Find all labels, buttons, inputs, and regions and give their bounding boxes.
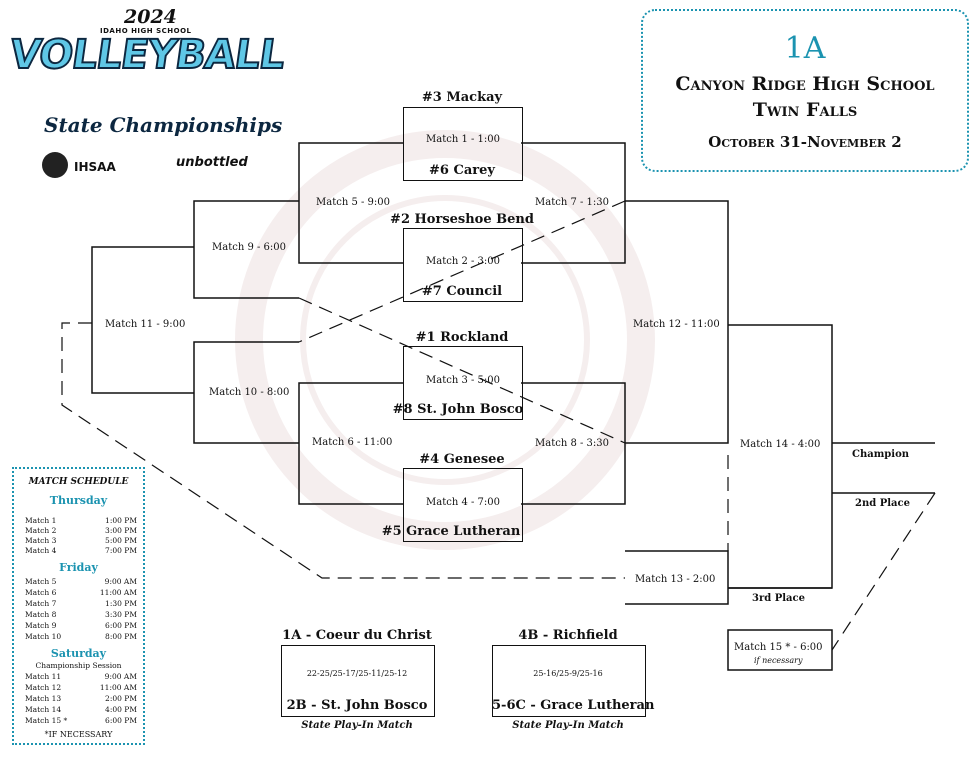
classification: 1A	[784, 31, 826, 66]
match6-label: Match 6 - 11:00	[312, 437, 393, 448]
second-place-label: 2nd Place	[855, 498, 910, 509]
match3-box	[403, 346, 523, 420]
ihsaa-logo-text: IHSAA	[74, 160, 116, 174]
team-seed2: #2 Horseshoe Bend	[390, 212, 534, 227]
match14-label: Match 14 - 4:00	[740, 439, 821, 450]
logo-year: 2024	[124, 6, 177, 28]
team-seed3: #3 Mackay	[421, 90, 503, 105]
playin1-top: 1A - Coeur du Christ	[282, 628, 432, 643]
match2-label: Match 2 - 3:00	[426, 256, 500, 267]
third-place-label: 3rd Place	[752, 593, 805, 604]
match4-label: Match 4 - 7:00	[426, 497, 500, 508]
venue-line2: Twin Falls	[752, 99, 858, 121]
team-seed5: #5 Grace Lutheran	[381, 524, 521, 539]
match2-box	[403, 228, 523, 302]
match8-label: Match 8 - 3:30	[535, 438, 609, 449]
playin2-box	[492, 645, 646, 717]
logo-subtitle: IDAHO HIGH SCHOOL	[100, 27, 192, 35]
schedule-note: *IF NECESSARY	[44, 730, 113, 739]
champion-label: Champion	[852, 449, 910, 460]
event-dates: October 31-November 2	[708, 133, 902, 151]
match9-label: Match 9 - 6:00	[212, 242, 286, 253]
bracket-line-match11	[91, 246, 194, 394]
playin2-top: 4B - Richfield	[518, 628, 618, 643]
playin2-score: 25-16/25-9/25-16	[533, 669, 603, 678]
schedule-day-thursday: Thursday	[49, 494, 108, 507]
playin1-caption: State Play-In Match	[301, 720, 413, 731]
logo-main: VOLLEYBALL	[6, 31, 288, 79]
bracket-line-match12	[625, 200, 729, 444]
match15-note: if necessary	[754, 656, 803, 665]
schedule-session: Championship Session	[35, 661, 122, 670]
match5-label: Match 5 - 9:00	[316, 197, 390, 208]
dashed-loser-m11	[61, 322, 625, 579]
title-card: 1A Canyon Ridge High School Twin Falls O…	[641, 9, 969, 172]
sponsor-logo: unbottled	[176, 155, 248, 170]
match13-label: Match 13 - 2:00	[635, 574, 716, 585]
team-seed6: #6 Carey	[429, 163, 495, 178]
bracket-line-match7	[521, 142, 626, 264]
team-seed7: #7 Council	[421, 284, 503, 299]
schedule-day-friday: Friday	[59, 561, 98, 574]
schedule-day-saturday: Saturday	[50, 647, 107, 660]
match10-label: Match 10 - 8:00	[209, 387, 290, 398]
playin1-bottom: 2B - St. John Bosco	[286, 698, 428, 713]
playin2-caption: State Play-In Match	[512, 720, 624, 731]
bracket-line-match13	[625, 550, 729, 605]
playin1-score: 22-25/25-17/25-11/25-12	[306, 669, 408, 678]
bracket-line-match9	[193, 200, 299, 299]
match15-label: Match 15 * - 6:00	[734, 642, 823, 653]
bracket-line-match5	[298, 142, 403, 264]
ihsaa-seal-watermark-inner	[300, 195, 590, 485]
playin1-box	[281, 645, 435, 717]
dashed-loser-m12	[298, 200, 626, 343]
team-seed8: #8 St. John Bosco	[392, 402, 524, 417]
match12-label: Match 12 - 11:00	[633, 319, 720, 330]
bracket-line-match14	[728, 324, 833, 589]
match1-box	[403, 107, 523, 181]
match4-box	[403, 468, 523, 542]
playin2-bottom: 5-6C - Grace Lutheran	[492, 698, 655, 713]
venue-line1: Canyon Ridge High School	[675, 73, 935, 95]
team-seed4: #4 Genesee	[419, 452, 505, 467]
match3-label: Match 3 - 5:00	[426, 375, 500, 386]
match11-label: Match 11 - 9:00	[105, 319, 186, 330]
ihsaa-seal-icon	[42, 152, 68, 178]
logo-tagline: State Championships	[44, 113, 283, 137]
dashed-m15	[831, 492, 936, 651]
dashed-loser-m9	[298, 297, 626, 444]
team-seed1: #1 Rockland	[415, 330, 509, 345]
match1-label: Match 1 - 1:00	[426, 134, 500, 145]
match7-label: Match 7 - 1:30	[535, 197, 609, 208]
schedule-title: MATCH SCHEDULE	[28, 477, 129, 487]
